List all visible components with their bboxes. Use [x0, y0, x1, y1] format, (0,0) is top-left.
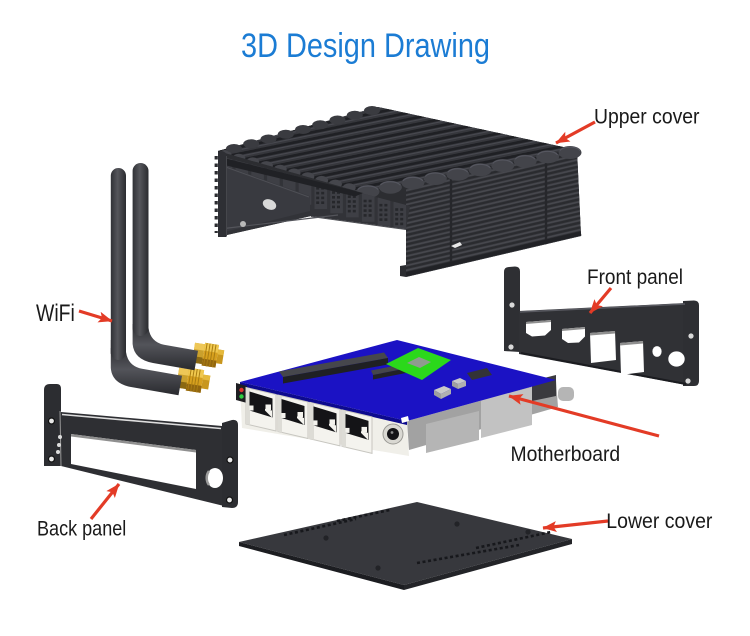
svg-text:Front panel: Front panel — [587, 266, 683, 289]
svg-text:WiFi: WiFi — [36, 300, 75, 327]
svg-text:Motherboard: Motherboard — [511, 443, 621, 466]
svg-text:Upper cover: Upper cover — [594, 106, 700, 129]
svg-text:Back panel: Back panel — [37, 518, 126, 541]
svg-text:Lower cover: Lower cover — [606, 510, 712, 533]
svg-text:3D Design Drawing: 3D Design Drawing — [241, 27, 490, 65]
